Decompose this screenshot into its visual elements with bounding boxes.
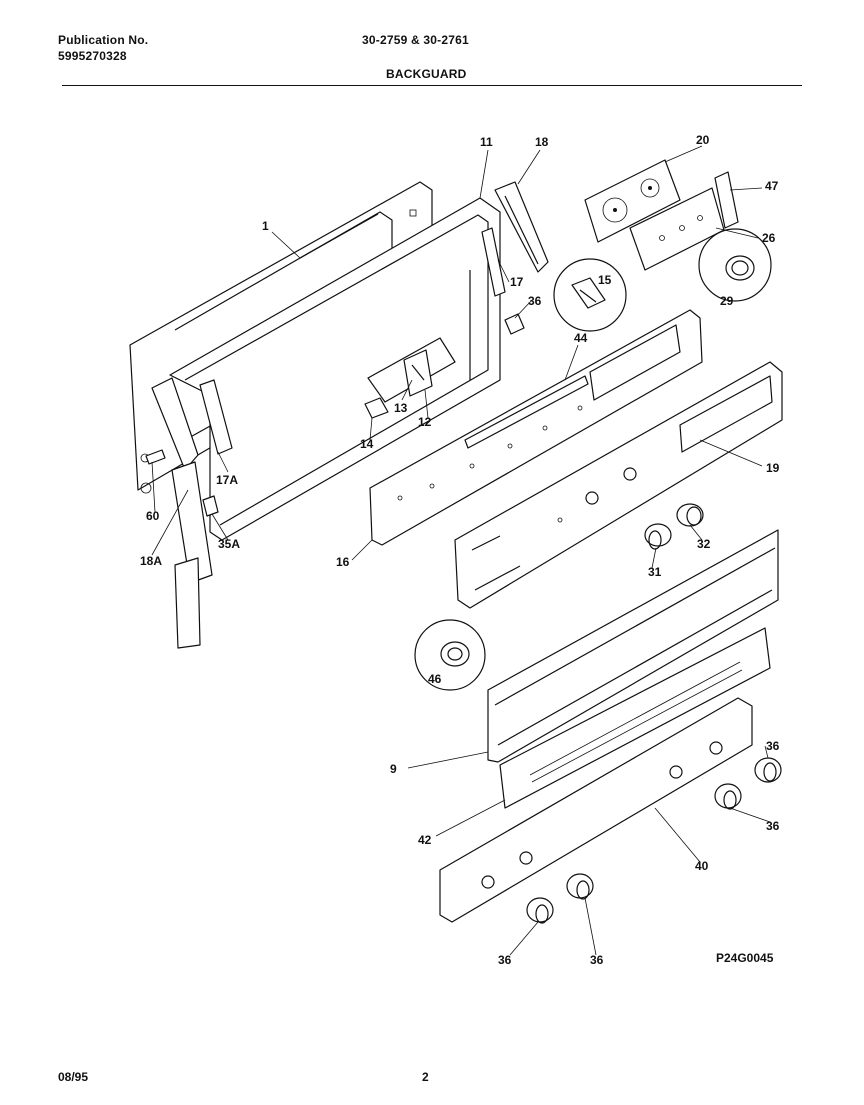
model-numbers: 30-2759 & 30-2761 — [362, 33, 469, 47]
callout-32: 32 — [697, 537, 711, 551]
part-32-knob — [676, 503, 704, 527]
part-60-screw — [145, 449, 166, 465]
callout-36-r2: 36 — [766, 819, 780, 833]
callout-36-top: 36 — [528, 294, 542, 308]
callout-46: 46 — [428, 672, 442, 686]
callout-12: 12 — [418, 415, 432, 429]
callout-16: 16 — [336, 555, 350, 569]
callout-18: 18 — [535, 135, 549, 149]
callout-36-b1: 36 — [498, 953, 512, 967]
callout-labels: 1 11 18 20 47 26 17 15 36 29 44 13 12 14… — [140, 133, 780, 967]
part-17-side-bracket — [481, 227, 506, 297]
callout-1: 1 — [262, 219, 269, 233]
callout-15: 15 — [598, 273, 612, 287]
knob-hole-32 — [623, 467, 637, 481]
leader-lines — [151, 145, 771, 956]
part-20-clock-timer — [584, 159, 681, 243]
part-31-knob — [644, 523, 672, 550]
part-18a-end-cap-left — [151, 377, 213, 649]
part-42-vent-strip — [499, 627, 771, 809]
callout-36-r1: 36 — [766, 739, 780, 753]
knob-hole-31 — [585, 491, 599, 505]
callout-47: 47 — [765, 179, 779, 193]
callout-36-b2: 36 — [590, 953, 604, 967]
part-36-knob-1 — [754, 757, 782, 783]
callout-35a: 35A — [218, 537, 240, 551]
callout-14: 14 — [360, 437, 374, 451]
callout-31: 31 — [648, 565, 662, 579]
part-35a-clip — [202, 495, 219, 517]
callout-17: 17 — [510, 275, 524, 289]
callout-60: 60 — [146, 509, 160, 523]
part-40-manifold-panel — [439, 697, 753, 923]
page-number: 2 — [422, 1070, 429, 1084]
callout-19: 19 — [766, 461, 780, 475]
callout-11: 11 — [480, 135, 493, 149]
header-rule — [62, 85, 802, 86]
publication-number: 5995270328 — [58, 49, 127, 63]
callout-17a: 17A — [216, 473, 238, 487]
callout-9: 9 — [390, 762, 397, 776]
part-44-rail — [464, 375, 589, 449]
part-46-knob-detail — [414, 619, 486, 691]
footer-date: 08/95 — [58, 1070, 89, 1084]
callout-29: 29 — [720, 294, 734, 308]
part-15-switch-detail — [553, 258, 627, 332]
callout-18a: 18A — [140, 554, 162, 568]
part-12-13-switch-assembly — [367, 337, 456, 403]
drawing-code: P24G0045 — [716, 951, 774, 965]
callout-42: 42 — [418, 833, 432, 847]
callout-26: 26 — [762, 231, 776, 245]
callout-40: 40 — [695, 859, 709, 873]
part-19-front-overlay — [454, 361, 783, 609]
part-14-plug — [364, 397, 389, 419]
publication-label: Publication No. — [58, 33, 149, 47]
callout-20: 20 — [696, 133, 710, 147]
part-18-end-cap-right — [494, 181, 549, 273]
part-29-knob-detail — [698, 228, 772, 302]
part-36-knob-3 — [566, 873, 594, 900]
part-17a-side-bracket — [199, 379, 233, 455]
part-47-bracket — [714, 171, 739, 229]
part-36-clip-top — [504, 313, 525, 335]
callout-44: 44 — [574, 331, 588, 345]
part-9-trim-channel — [487, 529, 779, 763]
part-36-knob-2 — [714, 783, 742, 810]
part-36-knob-4 — [526, 897, 554, 924]
callout-13: 13 — [394, 401, 408, 415]
section-title: BACKGUARD — [386, 67, 467, 81]
